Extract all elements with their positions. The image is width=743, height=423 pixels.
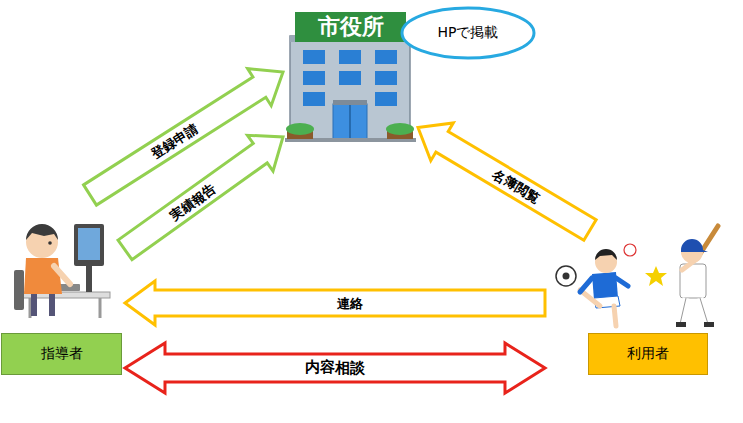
block-arrow [418,123,596,240]
node-text: HPで掲載 [406,6,530,60]
instructor-illustration [14,224,110,318]
block-arrow [125,343,545,393]
arrow-label: 連絡 [337,296,363,309]
role-box: 指導者 [0,195,125,375]
block-arrow [125,281,545,325]
city-hall-illustration [285,36,416,142]
users-illustration [556,226,718,327]
ellipse-node: HPで掲載 [400,6,536,60]
block-arrow [118,135,283,259]
node-text: 市役所 [295,12,406,42]
city-hall-node: 市役所 [283,10,418,145]
role-box: 利用者 [545,230,725,375]
arrow-label: 内容相談 [305,360,365,375]
node-text: 利用者 [588,333,708,375]
node-text: 指導者 [1,333,122,375]
